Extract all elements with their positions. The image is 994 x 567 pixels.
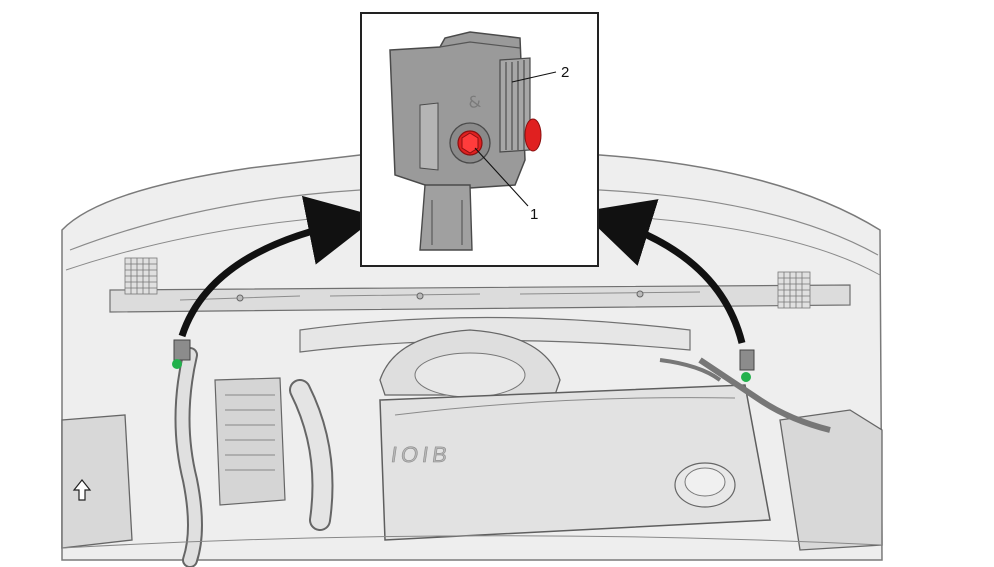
right-curved-arrow-icon (581, 199, 746, 344)
right-sensor-connector-highlight (741, 372, 751, 382)
left-curved-arrow-icon (178, 195, 378, 338)
engine-cover-label: IOIB (389, 442, 452, 467)
callout-1-label: 1 (530, 206, 538, 223)
callout-1-leader (474, 147, 529, 207)
callout-2-label: 2 (561, 64, 569, 81)
callout-2-leader (511, 71, 557, 83)
up-arrow-icon (72, 479, 92, 501)
svg-text:&: & (467, 92, 482, 113)
left-sensor-connector-highlight (172, 359, 182, 369)
